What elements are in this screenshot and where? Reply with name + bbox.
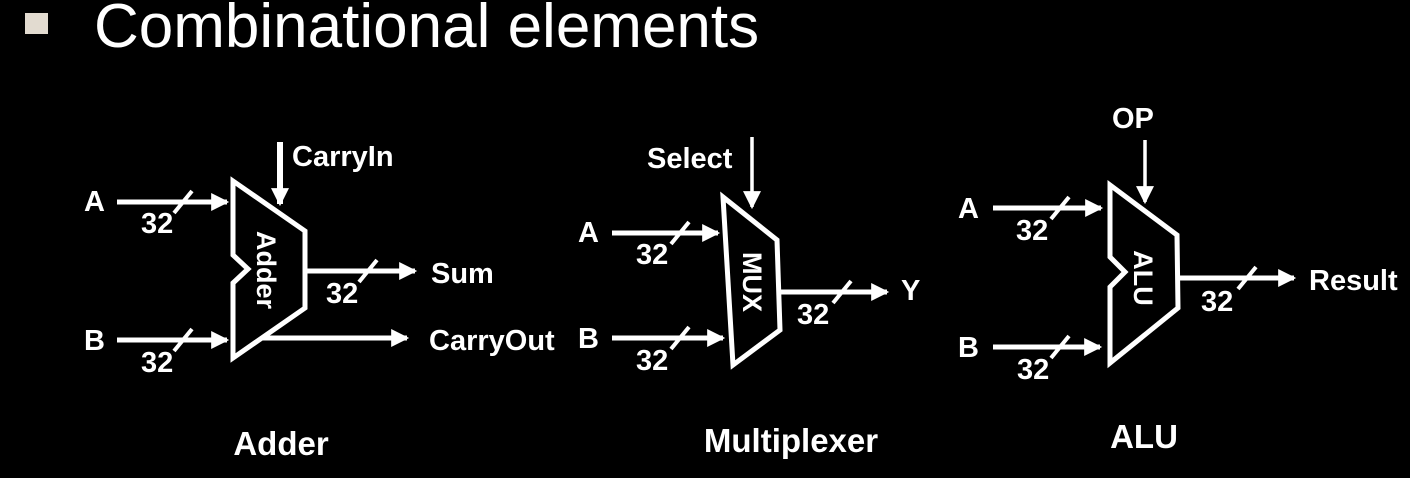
adder-carryin-label: CarryIn <box>292 141 394 173</box>
alu-block-label: ALU <box>1128 250 1158 306</box>
mux-caption: Multiplexer <box>704 422 878 459</box>
mux-select-label: Select <box>647 143 733 175</box>
adder-input-b-width-label: 32 <box>141 347 173 379</box>
alu-result-bus-slash <box>1236 265 1258 291</box>
mux-input-a-width-label: 32 <box>636 239 668 271</box>
alu-caption: ALU <box>1110 418 1178 455</box>
mux-block-label: MUX <box>737 252 767 312</box>
adder-input-b-bus-slash <box>172 327 194 353</box>
mux-input-a-bus-slash <box>669 220 691 246</box>
alu-block-shape <box>1107 180 1181 369</box>
mux-input-a-label: A <box>578 217 599 249</box>
mux-input-b-label: B <box>578 323 599 355</box>
alu-op-label: OP <box>1112 103 1154 135</box>
alu-input-a-bus-slash <box>1049 195 1071 221</box>
mux-diagram: MUX A 32 B 32 Select Y 32 Multiplexer <box>578 137 920 459</box>
mux-block-shape <box>720 191 783 370</box>
adder-carryout-label: CarryOut <box>429 325 555 357</box>
mux-input-b-bus-slash <box>669 325 691 351</box>
alu-input-b-width-label: 32 <box>1017 354 1049 386</box>
alu-input-a-label: A <box>958 193 979 225</box>
title-bullet-icon <box>25 13 48 34</box>
alu-result-width-label: 32 <box>1201 286 1233 318</box>
page-title: Combinational elements <box>94 0 760 61</box>
adder-input-b-label: B <box>84 325 105 357</box>
mux-output-y-bus-slash <box>831 279 853 305</box>
adder-sum-bus-slash <box>357 258 379 284</box>
mux-output-y-width-label: 32 <box>797 299 829 331</box>
alu-input-a-width-label: 32 <box>1016 215 1048 247</box>
alu-diagram: ALU A 32 B 32 OP Result 32 ALU <box>958 103 1398 455</box>
adder-input-a-label: A <box>84 186 105 218</box>
adder-sum-width-label: 32 <box>326 278 358 310</box>
adder-block-shape <box>230 176 308 363</box>
adder-block-label: Adder <box>251 231 281 310</box>
adder-input-a-width-label: 32 <box>141 208 173 240</box>
adder-diagram: Adder A 32 B 32 CarryIn Sum 32 CarryOut … <box>84 141 555 462</box>
alu-result-label: Result <box>1309 265 1398 297</box>
adder-input-a-bus-slash <box>172 189 194 215</box>
alu-input-b-label: B <box>958 332 979 364</box>
mux-input-b-width-label: 32 <box>636 345 668 377</box>
adder-caption: Adder <box>233 425 329 462</box>
mux-output-y-label: Y <box>901 275 920 307</box>
adder-sum-label: Sum <box>431 258 494 290</box>
alu-input-b-bus-slash <box>1049 334 1071 360</box>
